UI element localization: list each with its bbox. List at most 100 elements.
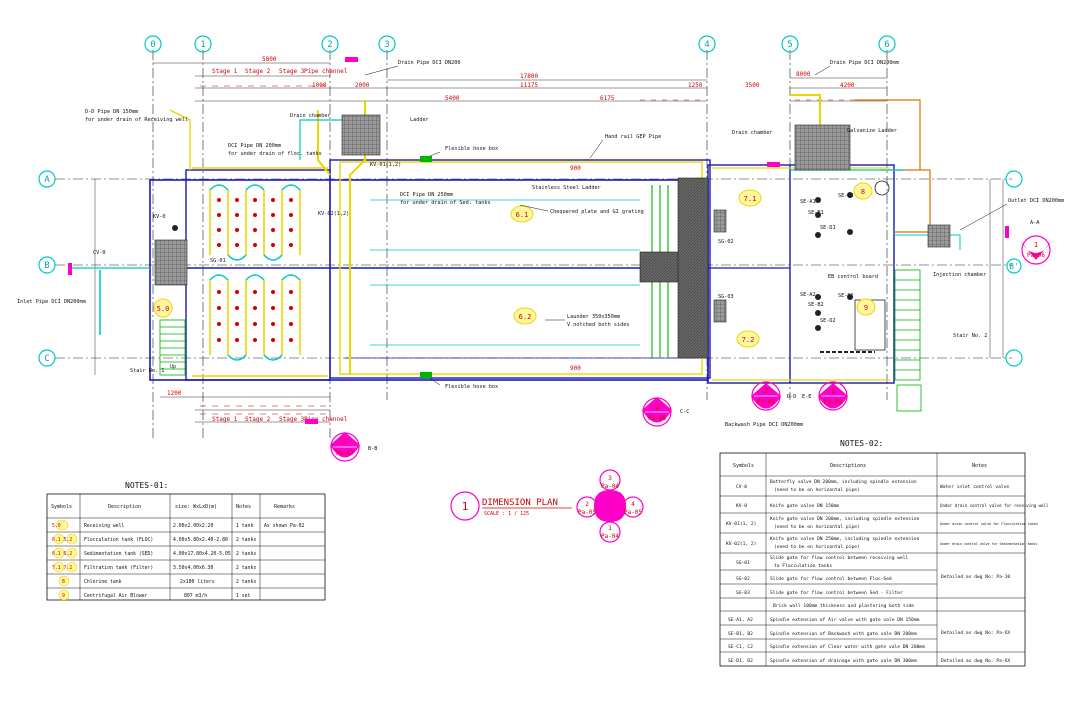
compass-e-ref: Pa-05 xyxy=(624,509,642,516)
marker-pa08-c-ref: Pa-08 xyxy=(648,415,666,422)
notes02-row6-note: Detailed as dwg No: Pa-10 xyxy=(941,574,1010,580)
notes02-row3-d2: (need to be on horizontal pipe) xyxy=(774,524,860,530)
dim-stage-1-bottom: Stage 1 xyxy=(212,416,238,423)
label-drain-chamber: Drain chamber xyxy=(290,113,331,119)
compass-e: 4 xyxy=(631,501,635,508)
zone-7-2: 7.2 xyxy=(742,336,755,344)
notes01-header-symbols: Symbols xyxy=(51,504,72,510)
section-marker-pa07: 1 Pa-07 xyxy=(330,432,360,462)
notes02-header-notes: Notes xyxy=(972,463,987,469)
dim-8000: 8000 xyxy=(796,71,811,78)
grid-col-6: 6 xyxy=(884,40,889,50)
dimension-lines xyxy=(94,62,1004,423)
marker-pa08-d-num: 2 xyxy=(764,387,768,395)
label-injection: Injection chamber xyxy=(933,272,986,278)
zone-6-1: 6.1 xyxy=(516,211,529,219)
marker-pa07-ref: Pa-07 xyxy=(336,450,354,457)
label-sg03: SG-03 xyxy=(718,294,734,300)
label-inlet: Inlet Pipe DCI DN200mm xyxy=(17,299,86,305)
compass-s-ref: Pa-04 xyxy=(601,533,619,540)
label-sg01: SG-01 xyxy=(210,258,226,264)
flocculation-baffles xyxy=(209,184,301,361)
grid-col-2: 2 xyxy=(327,40,332,50)
label-chequered: Chequered plate and GI grating xyxy=(550,209,644,215)
grid-row-a: A xyxy=(44,175,50,185)
label-stair-2: Stair No. 2 xyxy=(953,333,987,339)
dim-pipe-channel: Pipe channel xyxy=(304,68,348,75)
small-dim-ticks xyxy=(200,85,885,415)
grid-col-0: 0 xyxy=(150,40,155,50)
notes01-row3-notes: 2 tanks xyxy=(236,551,256,557)
label-seb2: SE-B2 xyxy=(808,302,824,308)
label-dci-250: DCI Pipe DN 250mm xyxy=(400,192,453,198)
dimension-plan-title: 1 DIMENSION PLAN SCALE : 1 / 125 xyxy=(450,491,572,521)
label-stainless-ladder: Stainless Steel Ladder xyxy=(532,185,601,191)
notes02-row11-d1: Spindle extension of Clear water with ga… xyxy=(770,644,925,650)
notes-02-title: NOTES-02: xyxy=(840,439,883,448)
title-text: DIMENSION PLAN xyxy=(482,498,558,508)
notes02-row11-sym: SE-C1, C2 xyxy=(728,644,753,650)
dim-stage-3: Stage 3 xyxy=(279,68,305,75)
notes02-row10-note: Detailed as dwg No: Pa-XX xyxy=(941,630,1010,636)
section-marker-pa08-d: 2 Pa-08 xyxy=(751,381,781,411)
blower-symbol xyxy=(820,180,890,353)
grid-col-1: 1 xyxy=(200,40,205,50)
label-sed1: SE-D1 xyxy=(820,225,836,231)
notes01-row6-size: 807 m3/h xyxy=(184,593,207,599)
notes-01-title: NOTES-01: xyxy=(125,481,168,490)
notes01-row4-notes: 2 tanks xyxy=(236,565,256,571)
label-dd-pipe: D-D Pipe DN 150mm xyxy=(85,109,138,115)
notes-02-table: NOTES-02: Symbols Descriptions Notes CV-… xyxy=(719,439,1049,667)
label-seb1: SE-B1 xyxy=(808,210,824,216)
label-kv0: KV-0 xyxy=(153,214,166,220)
dim-4200: 4200 xyxy=(840,82,855,89)
zone-7-1: 7.1 xyxy=(744,195,757,203)
notes01-row2-desc: Flocculation tank (FLOC) xyxy=(84,537,153,543)
label-ee: E-E xyxy=(802,394,811,400)
compass-n-ref: Pa-04 xyxy=(601,483,619,490)
compass-w: 2 xyxy=(585,501,589,508)
label-dd: D-D xyxy=(787,394,796,400)
dim-1200: 1200 xyxy=(167,390,182,397)
notes01-header-size: size: WxLxD(m) xyxy=(175,504,217,510)
dim-pipe-channel-bottom: Pipe channel xyxy=(304,416,348,423)
dim-stage-2: Stage 2 xyxy=(245,68,271,75)
notes01-row4-desc: Filtration tank (Filter) xyxy=(84,565,153,571)
section-marker-pa09: 1 Pa-09 xyxy=(818,381,848,411)
compass-w-ref: Pa-05 xyxy=(578,509,596,516)
label-dci-200-b: for under drain of floc. tanks xyxy=(228,151,322,157)
dim-2000: 2000 xyxy=(355,82,370,89)
notes02-row1-note: Water inlet control valve xyxy=(940,484,1009,490)
dim-6175: 6175 xyxy=(600,95,615,102)
dim-900-bottom: 900 xyxy=(570,365,581,372)
notes02-row3-note: Under drain control valve for Flocculati… xyxy=(940,522,1038,526)
grid-row-c: C xyxy=(44,354,49,364)
notes02-row5-d2: to Flocculation tanks xyxy=(774,563,832,569)
marker-pa08-d-ref: Pa-08 xyxy=(757,399,775,406)
dim-5800: 5800 xyxy=(262,56,277,63)
label-handrail: Hand rail GEP Pipe xyxy=(605,134,661,140)
zone-8: 8 xyxy=(861,188,865,196)
flocculation-diffusers xyxy=(217,198,293,342)
notes02-row10-d1: Spindle extension of Backwash with gate … xyxy=(770,631,917,637)
label-sg02: SG-02 xyxy=(718,239,734,245)
notes01-row4-size: 3.50x4.00x6.30 xyxy=(173,565,214,571)
dim-1250: 1250 xyxy=(688,82,703,89)
dim-3500: 3500 xyxy=(745,82,760,89)
leader-lines xyxy=(364,65,1008,386)
compass-s: 1 xyxy=(608,525,612,532)
notes02-row4-d2: (need to be on horizontal pipe) xyxy=(774,544,860,550)
title-number: 1 xyxy=(462,500,469,513)
dim-11175: 11175 xyxy=(520,82,538,89)
hose-boxes xyxy=(420,156,432,378)
dim-stage-1: Stage 1 xyxy=(212,68,238,75)
notes02-row6-sym: SG-02 xyxy=(736,576,750,582)
label-stair-1: Stair No. 1 xyxy=(130,368,164,374)
notes01-row4-sym: 7.1 7.2 xyxy=(52,565,72,571)
label-outlet: Outlet DCI DN200mm xyxy=(1008,198,1064,204)
grid-col-4: 4 xyxy=(704,40,709,50)
label-kv01: KV-01(1,2) xyxy=(370,162,401,168)
notes01-row1-notes: 1 tank xyxy=(236,523,253,529)
notes01-row2-notes: 2 tanks xyxy=(236,537,256,543)
dim-5400: 5400 xyxy=(445,95,460,102)
